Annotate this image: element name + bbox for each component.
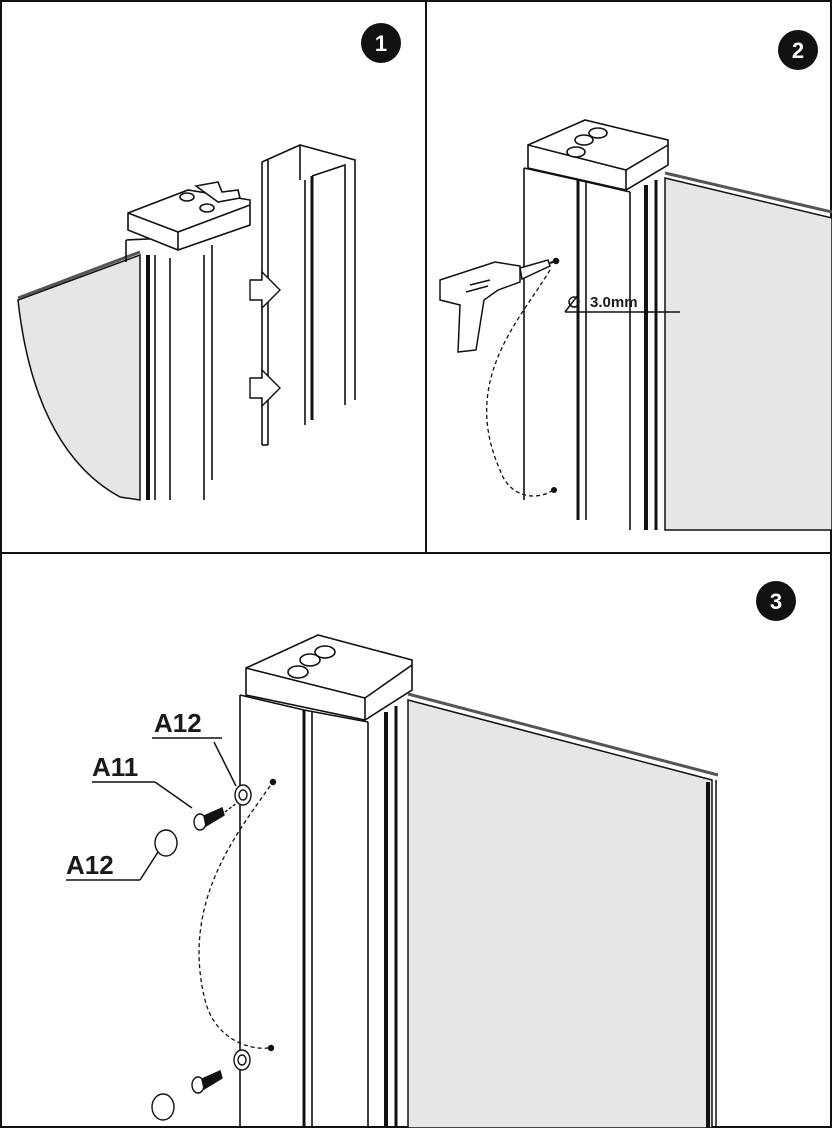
step-number: 2 [792,38,804,63]
step-badge: 1 [361,23,401,63]
part-label-plug: A12 [154,708,202,738]
cover-cap-icon [151,1093,175,1121]
step-number: 3 [770,589,782,614]
drill-guide-line [486,269,554,497]
top-cap [527,119,669,191]
cover-cap-icon [154,829,178,857]
step-1-panel: 1 [17,23,401,501]
part-label-screw: A11 [92,752,138,782]
drill-size-label: 3.0mm [590,294,638,311]
drill-icon [439,257,560,353]
glass-panel [664,177,832,531]
insert-arrow-icon [249,270,281,408]
wall-profile [239,694,398,1128]
wall-profile [125,224,249,500]
upper-fixing [154,778,277,857]
top-cap [127,181,251,251]
part-callouts [66,737,237,881]
glass-panel [407,699,713,1128]
lower-fixing [151,1044,275,1121]
fixing-guide-line [198,785,271,1049]
step-badge: 3 [756,581,796,621]
glass-panel [17,253,141,501]
screw-icon [193,807,225,831]
screw-icon [191,1070,223,1094]
step-badge: 2 [778,30,818,70]
step-2-panel: 3.0mm 2 [439,30,832,531]
step-3-panel: A12 A11 A12 3 [66,581,796,1128]
top-cap [245,634,413,721]
step-number: 1 [375,31,387,56]
drill-size-callout: 3.0mm [564,294,680,313]
wall-profile [523,167,658,530]
part-label-cover-cap: A12 [66,850,114,880]
